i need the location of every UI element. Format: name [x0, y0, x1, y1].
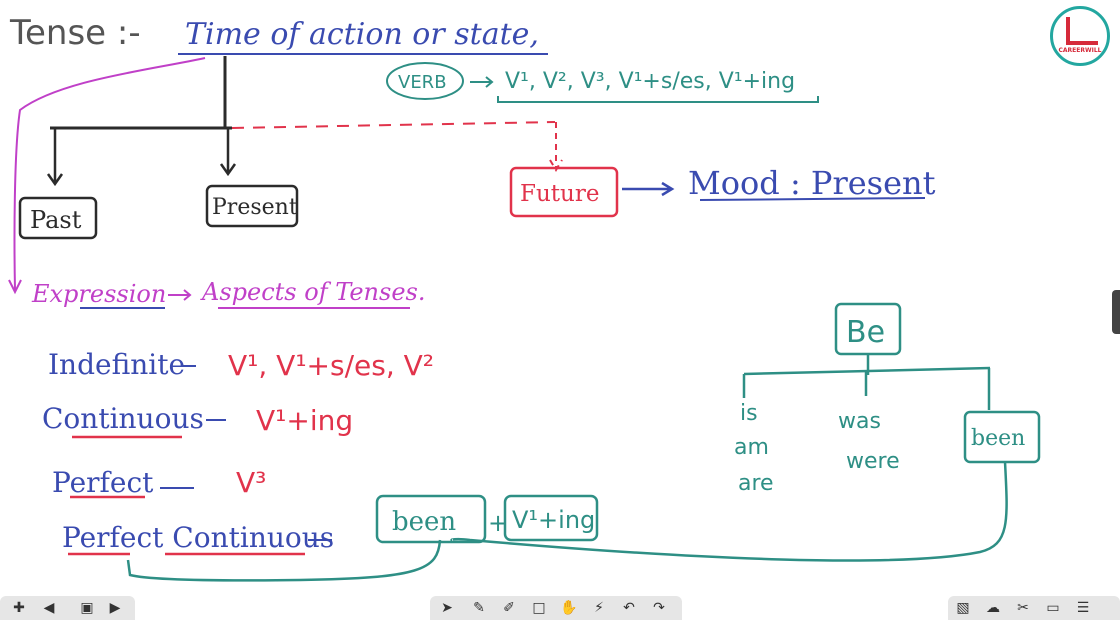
definition-text: Time of action or state, — [185, 17, 539, 52]
toolbar-middle: ➤ ✎ ✐ □ ✋ ⚡ ↶ ↷ — [430, 596, 682, 620]
toolbar-right: ▧ ☁ ✂ ▭ ☰ — [948, 596, 1120, 620]
aspect-indefinite: Indefinite — [48, 348, 185, 381]
logo-text: CAREERWILL — [1058, 47, 1102, 54]
mood-text: Mood : Present — [688, 164, 936, 202]
cloud-icon[interactable]: ☁ — [986, 600, 1000, 616]
present-box — [205, 184, 299, 228]
be-been-box — [963, 410, 1041, 464]
be-label: Be — [846, 315, 885, 350]
aspect-continuous: Continuous — [42, 402, 204, 435]
aspects-text: Aspects of Tenses. — [200, 278, 425, 306]
expression-curve — [13, 57, 206, 291]
menu-icon[interactable]: ☰ — [1076, 600, 1090, 616]
heading-tense: Tense :- — [9, 13, 141, 53]
page-icon[interactable]: ▣ — [80, 600, 94, 616]
tools-icon[interactable]: ✂ — [1017, 600, 1029, 616]
future-label: Future — [520, 181, 599, 207]
past-arrow — [46, 128, 64, 187]
pc-been-box — [375, 494, 487, 544]
plus-icon[interactable]: ✚ — [13, 600, 25, 616]
form-perfect: V³ — [236, 466, 266, 499]
pc-plus: + — [488, 509, 508, 537]
toolbar-left: ✚ ◀ ▣ ▶ — [0, 596, 135, 620]
shape-icon[interactable]: □ — [532, 600, 546, 616]
expression-text: Expression — [31, 280, 166, 308]
screen-icon[interactable]: ▭ — [1046, 600, 1060, 616]
expression-curve-head — [8, 279, 22, 295]
form-indefinite: V¹, V¹+s/es, V² — [228, 349, 434, 382]
verb-oval — [386, 62, 464, 100]
be-been-label: been — [971, 426, 1025, 451]
been-connector — [450, 461, 1008, 562]
pen-icon[interactable]: ✎ — [473, 600, 485, 616]
present-label: Present — [212, 195, 298, 220]
redo-icon[interactable]: ↷ — [653, 600, 665, 616]
verb-label: VERB — [398, 72, 447, 93]
be-present-is: is — [740, 401, 758, 426]
play-icon[interactable]: ▶ — [109, 600, 121, 616]
mood-arrow — [622, 181, 675, 197]
future-dashed-line — [231, 121, 556, 129]
undo-icon[interactable]: ↶ — [623, 600, 635, 616]
be-present-are: are — [738, 471, 774, 496]
pc-been-label: been — [392, 507, 456, 537]
careerwill-logo: CAREERWILL — [1050, 6, 1110, 66]
aspects-arrow — [168, 289, 192, 301]
hand-icon[interactable]: ✋ — [560, 600, 578, 616]
be-past-were: were — [846, 449, 900, 474]
be-present-am: am — [734, 435, 769, 460]
pc-ving-box — [503, 494, 599, 542]
pointer-icon[interactable]: ➤ — [441, 600, 453, 616]
future-dashed-arrow — [549, 122, 563, 172]
laser-icon[interactable]: ⚡ — [594, 600, 604, 616]
pc-connector — [126, 539, 442, 582]
be-past-was: was — [838, 409, 881, 434]
aspect-perfect-continuous: Perfect Continuous — [62, 521, 334, 554]
present-arrow — [219, 128, 237, 177]
logo-mark — [1066, 17, 1098, 45]
verb-forms-text: V¹, V², V³, V¹+s/es, V¹+ing — [505, 69, 795, 94]
side-panel-handle[interactable] — [1112, 290, 1120, 334]
past-label: Past — [30, 206, 82, 234]
mood-underline — [699, 197, 926, 201]
marker-icon[interactable]: ✐ — [503, 600, 515, 616]
past-box — [18, 196, 98, 240]
future-box — [509, 166, 619, 218]
pc-ving-label: V¹+ing — [512, 506, 595, 534]
be-branch — [743, 366, 991, 376]
image-icon[interactable]: ▧ — [956, 600, 970, 616]
verb-arrow — [470, 76, 494, 88]
be-box — [834, 302, 902, 356]
back-icon[interactable]: ◀ — [43, 600, 55, 616]
aspect-perfect: Perfect — [52, 466, 154, 499]
form-continuous: V¹+ing — [256, 404, 353, 437]
verb-forms-bracket — [497, 96, 819, 103]
